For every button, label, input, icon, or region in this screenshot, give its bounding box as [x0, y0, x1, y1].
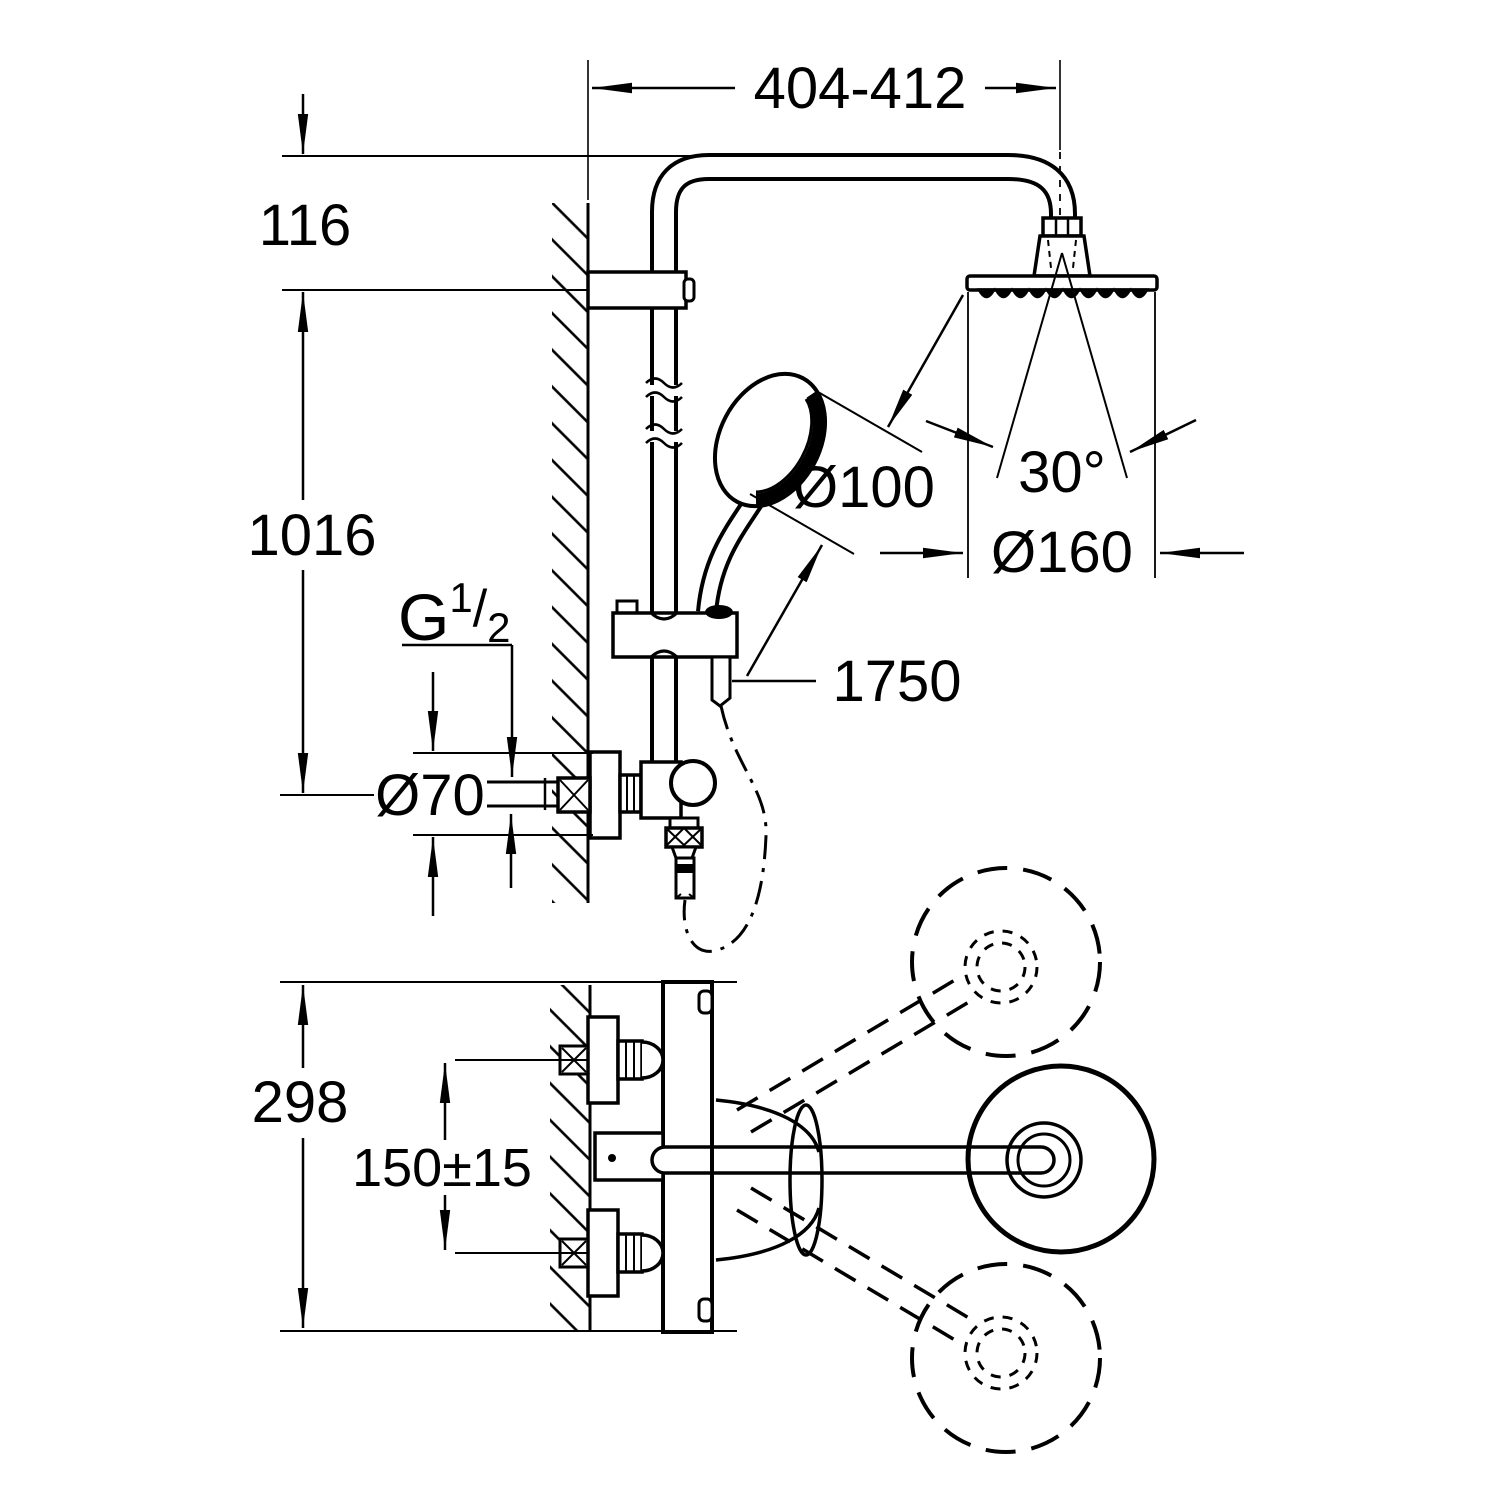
head-shower-top-view: [965, 1063, 1157, 1255]
hand-shower-face: [755, 390, 826, 507]
side-view: 404-412 116 1016 G1/2 Ø70: [247, 56, 1244, 953]
head-shower: [965, 152, 1159, 299]
dim-escutcheon-70: Ø70: [375, 672, 593, 916]
pipe-break: [645, 377, 683, 403]
wall-escutcheon: [588, 750, 622, 840]
wall-hatch: [550, 985, 590, 1331]
dim-label-150: 150±15: [352, 1138, 532, 1198]
dim-body-height-298: 298: [252, 981, 737, 1332]
dim-label-angle: 30°: [1018, 440, 1106, 505]
dim-hand-shower-100: Ø100: [745, 294, 965, 677]
dim-label-1750: 1750: [832, 649, 961, 714]
dim-label-top-span: 404-412: [754, 56, 967, 121]
dim-top-span: 404-412: [587, 56, 1061, 200]
wall-section-top: [550, 985, 592, 1331]
valve-knob: [669, 759, 717, 807]
slide-bar-holder: [611, 599, 739, 708]
swivel-position-down: [736, 1186, 1102, 1454]
thread-slash: /: [473, 580, 488, 638]
hand-shower-top-view: [715, 1098, 824, 1262]
riser-and-arm-pipe: [645, 153, 1077, 762]
dim-label-160: Ø160: [991, 520, 1133, 585]
handle-cup: [705, 605, 733, 619]
dim-label-116: 116: [259, 193, 351, 258]
head-connector-nut: [1041, 216, 1083, 238]
wall-bracket: [586, 270, 696, 310]
dim-head-shower-160: Ø160: [880, 292, 1244, 585]
swivel-position-up: [736, 866, 1102, 1134]
thread-base: G: [398, 580, 449, 654]
dim-g-half-thread: G1/2: [398, 574, 518, 888]
thread-numerator: 1: [449, 574, 472, 621]
dim-1016: 1016: [247, 292, 377, 796]
spray-nozzles: [976, 287, 1150, 299]
supply-connection: [487, 776, 592, 814]
dim-connection-centers: 150±15: [352, 1059, 588, 1254]
dim-116: 116: [259, 94, 700, 291]
thread-denominator: 2: [487, 604, 510, 651]
head-disc: [965, 274, 1159, 292]
pipe-break: [645, 423, 683, 449]
dim-label-thread: G1/2: [398, 574, 511, 654]
dim-label-100: Ø100: [793, 455, 935, 520]
hand-shower: [696, 371, 828, 614]
thermostat-body-top: [661, 980, 714, 1334]
shower-hose: [682, 705, 768, 953]
dim-label-70: Ø70: [375, 763, 485, 828]
dim-label-298: 298: [252, 1070, 349, 1135]
s-union-connection: [558, 1015, 665, 1105]
dim-label-1016: 1016: [247, 503, 376, 568]
thermostat-valve: [588, 750, 717, 900]
swivel-arm: [650, 1121, 1083, 1199]
dim-spray-angle: 30°: [925, 252, 1197, 505]
label-hose-length: 1750: [732, 649, 962, 714]
hose-outlet: [710, 655, 732, 708]
top-view: 298 150±15: [252, 866, 1157, 1454]
